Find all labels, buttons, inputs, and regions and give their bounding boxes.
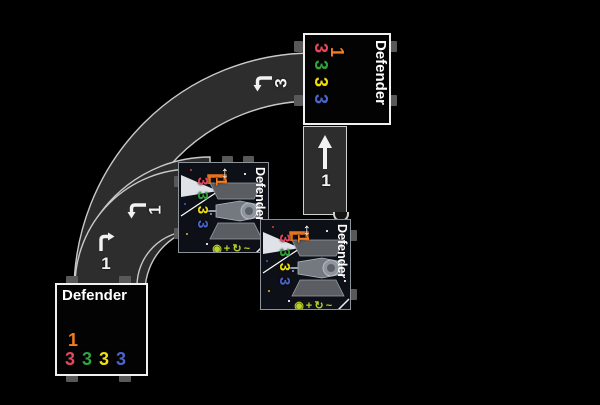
card-title: Defender: [372, 40, 389, 106]
cardboard-tab: [348, 230, 357, 241]
cardboard-tab: [222, 156, 233, 163]
cardboard-tab: [174, 176, 181, 187]
speed-label: 1: [101, 254, 111, 273]
speed-label: 1: [321, 171, 331, 190]
ship-card-bottom-left[interactable]: Defender 1 3 3 3 3: [55, 283, 148, 376]
cardboard-tab: [348, 289, 357, 300]
cardboard-tab: [66, 276, 78, 285]
token-title: Defender: [335, 224, 349, 279]
cardboard-tab: [294, 95, 303, 106]
shield-value: 3: [276, 277, 293, 286]
ship-token-2[interactable]: ↔ Defender 1 3 3 3 3 ~ ↻ + ◉: [260, 219, 351, 310]
speed-label: 3: [271, 78, 291, 88]
agility-value: 3: [194, 191, 211, 200]
hull-value: 3: [99, 349, 110, 369]
pilot-skill-value: 1: [212, 177, 229, 186]
turn-3-label: 3: [252, 72, 291, 94]
cardboard-tab: [388, 41, 397, 52]
token-title: Defender: [253, 167, 267, 222]
ship-token-1[interactable]: ↔ Defender 1 3 3 3 3 ~ ↻ + ◉: [178, 162, 269, 253]
shield-value: 3: [194, 220, 211, 229]
agility-value: 3: [311, 60, 331, 71]
pilot-skill-value: 1: [68, 330, 79, 350]
hull-value: 3: [276, 262, 293, 272]
arc-bracket-icon: [207, 174, 227, 184]
turn-1-template-b[interactable]: [74, 168, 193, 287]
shield-value: 3: [116, 349, 127, 369]
starfield: [268, 163, 269, 165]
arc-bracket-icon: [289, 231, 309, 241]
ship-card-top-right[interactable]: Defender 1 3 3 3 3: [303, 33, 391, 125]
hull-value: 3: [194, 205, 211, 215]
shield-value: 3: [311, 94, 331, 105]
focus-icon: ◉: [294, 300, 304, 310]
straight-arrow-icon: [318, 135, 332, 169]
action-bar: ~ ↻ + ◉: [294, 300, 334, 310]
starfield: [350, 220, 351, 222]
hull-value: 3: [311, 77, 331, 88]
agility-value: 3: [82, 349, 93, 369]
firing-arc: [262, 232, 350, 309]
cardboard-tab: [294, 41, 303, 52]
attack-value: 3: [311, 43, 331, 54]
cardboard-tab: [119, 276, 131, 285]
turn-1b-label: 1: [93, 231, 119, 274]
turn-left-icon: [253, 76, 272, 92]
agility-value: 3: [276, 248, 293, 257]
attack-value: 3: [276, 234, 293, 243]
pilot-skill-value: 1: [294, 234, 311, 243]
cardboard-tab: [388, 95, 397, 106]
straight-1-template[interactable]: 1: [303, 126, 347, 215]
turn-right-icon: [99, 232, 115, 251]
cardboard-tab: [243, 156, 254, 163]
card-title: Defender: [62, 287, 128, 304]
attack-value: 3: [65, 349, 76, 369]
cardboard-tab: [119, 373, 131, 382]
tie-defender-art: [290, 239, 345, 297]
action-bar: ~ ↻ + ◉: [212, 243, 252, 253]
turn-left-icon: [127, 203, 146, 219]
attack-value: 3: [194, 177, 211, 186]
tie-defender-art: [208, 182, 263, 240]
focus-icon: ◉: [212, 243, 222, 253]
cardboard-tab: [174, 228, 181, 239]
speed-label: 1: [145, 205, 165, 215]
turn-1a-label: 1: [126, 199, 165, 221]
cardboard-tab: [66, 373, 78, 382]
